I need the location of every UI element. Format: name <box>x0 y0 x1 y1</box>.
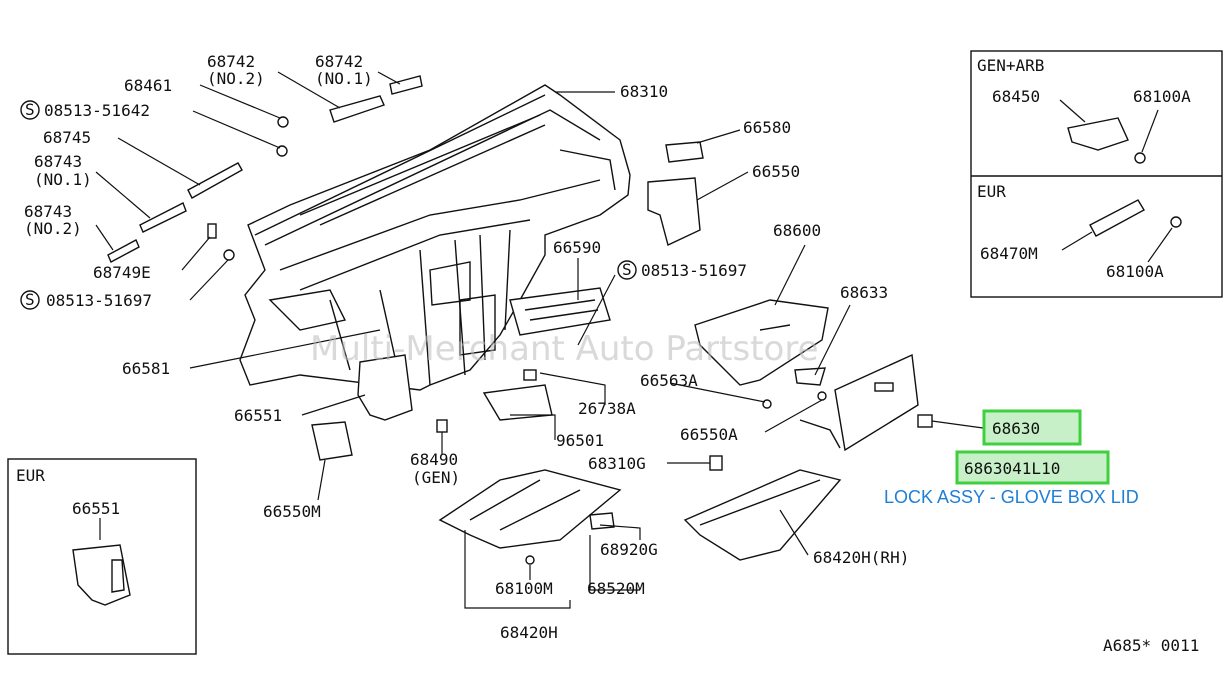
label-68100A-bottom: 68100A <box>1106 262 1164 281</box>
label-66551: 66551 <box>234 406 282 425</box>
label-96501: 96501 <box>556 431 604 450</box>
label-68600: 68600 <box>773 221 821 240</box>
label-68633: 68633 <box>840 283 888 302</box>
leader-lines <box>95 71 984 609</box>
inset-left-section-eur: EUR <box>16 466 45 485</box>
label-68100A-top: 68100A <box>1133 87 1191 106</box>
label-68743-no2: 68743 <box>24 202 72 221</box>
label-68743-no1: 68743 <box>34 152 82 171</box>
watermark: Multi-Merchant Auto Partstore <box>310 329 819 369</box>
label-66551-inset: 66551 <box>72 499 120 518</box>
inset-section-eur: EUR <box>977 182 1006 201</box>
svg-text:S: S <box>25 290 35 309</box>
label-68470M: 68470M <box>980 244 1038 263</box>
label-68420H: 68420H <box>500 623 558 642</box>
circled-s-icon: S <box>617 260 637 280</box>
label-68742-no1: 68742 <box>315 52 363 71</box>
label-68743-no2-note: (NO.2) <box>24 219 82 238</box>
label-68310: 68310 <box>620 82 668 101</box>
label-68742-no1-note: (NO.1) <box>315 69 373 88</box>
glove-box <box>694 299 933 452</box>
label-68310G: 68310G <box>588 454 646 473</box>
label-66550M: 66550M <box>263 502 321 521</box>
label-6863041L10: 6863041L10 <box>964 459 1060 478</box>
label-68100M: 68100M <box>495 579 553 598</box>
switch-parts <box>311 141 723 471</box>
label-66550: 66550 <box>752 162 800 181</box>
label-66563A: 66563A <box>640 371 698 390</box>
drawing-code: A685* 0011 <box>1103 636 1199 655</box>
label-66590: 66590 <box>553 238 601 257</box>
label-68749E: 68749E <box>93 263 151 282</box>
label-26738A: 26738A <box>578 399 636 418</box>
label-08513-51697-left: 08513-51697 <box>46 291 152 310</box>
label-68743-no1-note: (NO.1) <box>34 170 92 189</box>
svg-text:S: S <box>25 100 35 119</box>
label-68745: 68745 <box>43 128 91 147</box>
label-08513-51642: 08513-51642 <box>44 101 150 120</box>
inset-section-gen-arb: GEN+ARB <box>977 56 1044 75</box>
label-08513-51697-mid: 08513-51697 <box>641 261 747 280</box>
label-68742-no2-note: (NO.2) <box>207 69 265 88</box>
part-description: LOCK ASSY - GLOVE BOX LID <box>884 487 1139 507</box>
label-68520M: 68520M <box>587 579 645 598</box>
label-68920G: 68920G <box>600 540 658 559</box>
label-66581: 66581 <box>122 359 170 378</box>
inset-bottom-left: EUR 66551 <box>7 458 197 655</box>
label-66580: 66580 <box>743 118 791 137</box>
label-68490: 68490 <box>410 450 458 469</box>
inset-top-right: GEN+ARB 68450 68100A EUR 68470M 68100A <box>970 50 1223 298</box>
label-68742-no2: 68742 <box>207 52 255 71</box>
part-labels: 68742 (NO.2) 68742 (NO.1) 68461 S 08513-… <box>20 52 1199 655</box>
label-66550A: 66550A <box>680 425 738 444</box>
circled-s-icon: S <box>20 290 40 310</box>
dashboard-panel <box>239 84 631 391</box>
vent-strips <box>107 75 423 263</box>
svg-text:S: S <box>622 260 632 279</box>
circled-s-icon: S <box>20 100 40 120</box>
label-68461: 68461 <box>124 76 172 95</box>
label-68450: 68450 <box>992 87 1040 106</box>
label-68630: 68630 <box>992 419 1040 438</box>
label-68420H-RH: 68420H(RH) <box>813 548 909 567</box>
highlighted-part-number[interactable]: 6863041L10 <box>955 450 1110 485</box>
highlighted-part[interactable]: 68630 <box>982 409 1082 446</box>
label-68490-note: (GEN) <box>412 468 460 487</box>
